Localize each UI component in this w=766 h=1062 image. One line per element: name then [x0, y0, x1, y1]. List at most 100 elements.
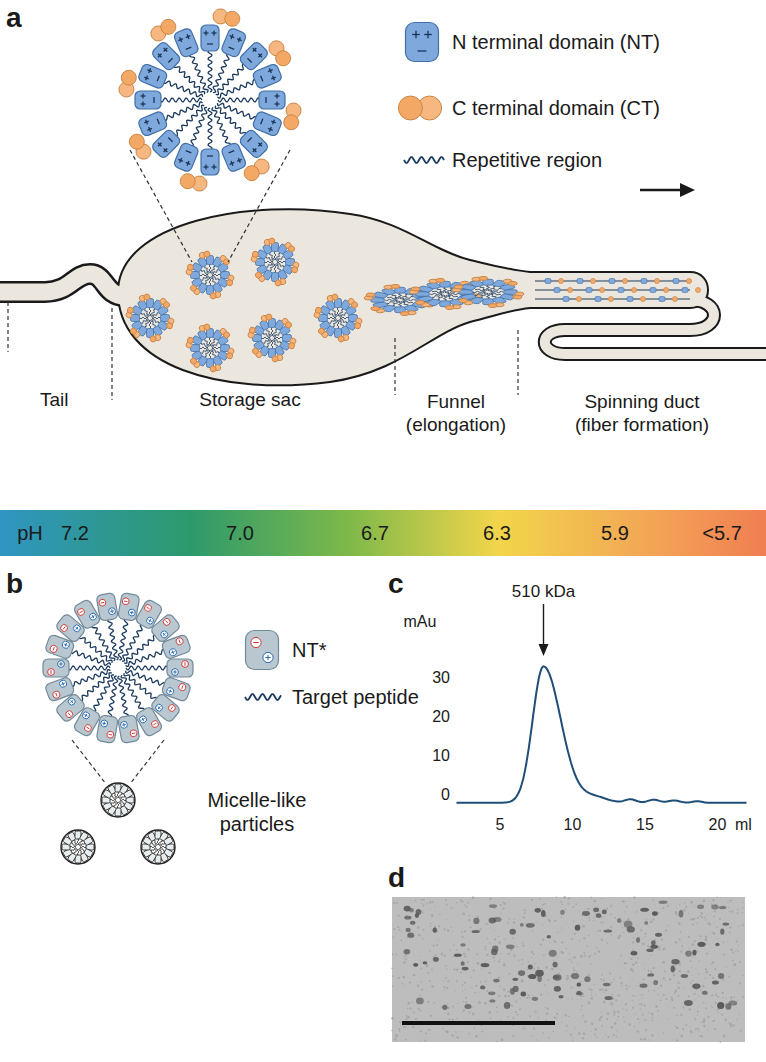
- ct-domain: [158, 16, 179, 37]
- charge-mark: [213, 31, 214, 36]
- grain: [616, 1036, 618, 1038]
- grain: [420, 1030, 422, 1032]
- micelle-arm: [253, 335, 271, 342]
- repetitive-icon: [404, 157, 444, 163]
- grain: [524, 912, 526, 914]
- grain: [737, 1019, 738, 1020]
- ct-pair: [487, 302, 505, 308]
- particle-dot: [617, 918, 621, 923]
- grain: [663, 907, 665, 909]
- repetitive-region: [200, 274, 208, 276]
- grain: [644, 969, 645, 970]
- grain: [452, 931, 453, 932]
- grain: [609, 972, 611, 974]
- grain: [695, 968, 696, 969]
- charge-mark: [63, 627, 65, 630]
- grain: [699, 960, 701, 962]
- repetitive-region: [208, 108, 212, 149]
- grain: [683, 1007, 685, 1009]
- charge-mark: [158, 706, 160, 709]
- charge-mark: [56, 693, 57, 696]
- grain: [667, 905, 669, 907]
- ct-domain: [189, 357, 197, 365]
- micelle-arm: [122, 634, 191, 674]
- particle-dot: [409, 908, 414, 912]
- grain: [729, 932, 731, 934]
- grain: [675, 990, 678, 993]
- repetitive-region: [271, 340, 273, 348]
- particle-dot: [510, 988, 515, 995]
- ph-value: 7.0: [226, 521, 254, 545]
- grain: [504, 995, 507, 998]
- grain: [675, 965, 676, 966]
- grain: [481, 968, 482, 969]
- grain: [630, 970, 632, 972]
- particle-dot: [692, 950, 696, 956]
- grain: [614, 978, 616, 980]
- grain: [521, 980, 523, 982]
- grain: [582, 1037, 584, 1039]
- ct-pair: [414, 300, 432, 308]
- particle-dot: [489, 904, 497, 908]
- grain: [692, 955, 694, 957]
- ct-domain: [249, 327, 256, 334]
- fiber-ct: [608, 296, 613, 301]
- repetitive-region: [149, 308, 151, 316]
- grain: [421, 903, 423, 905]
- grain: [675, 941, 678, 944]
- grain: [697, 996, 698, 997]
- grain: [513, 983, 514, 984]
- grain: [634, 1026, 635, 1027]
- grain: [679, 938, 681, 940]
- charge-mark: [164, 148, 168, 152]
- grain: [742, 924, 744, 926]
- charge-mark: [120, 721, 128, 729]
- ct-domain: [315, 307, 322, 314]
- charge-mark: [111, 609, 113, 613]
- grain: [457, 1003, 458, 1004]
- grain: [590, 998, 591, 999]
- grain: [571, 957, 572, 958]
- grain: [470, 926, 472, 928]
- grain: [500, 959, 501, 960]
- repetitive-region: [436, 295, 445, 300]
- particle-dot: [602, 910, 607, 915]
- terminal-domain: [161, 634, 192, 660]
- particle-dot: [528, 974, 536, 979]
- repetitive-region: [430, 293, 442, 294]
- grain: [617, 1011, 619, 1013]
- grain: [443, 979, 444, 980]
- particle-dot: [480, 986, 485, 990]
- charge-mark: [157, 119, 159, 125]
- grain: [499, 985, 501, 987]
- grain: [427, 903, 428, 904]
- charge-mark: [253, 148, 257, 152]
- charge-mark: [238, 37, 240, 42]
- peak-arrowhead: [539, 644, 549, 656]
- grain: [391, 968, 392, 969]
- region-divider: [394, 338, 395, 395]
- grain: [488, 1011, 491, 1014]
- grain: [501, 913, 502, 914]
- grain: [529, 1015, 531, 1017]
- grain: [589, 988, 591, 990]
- micelle: [43, 593, 193, 744]
- repetitive-region: [125, 649, 165, 667]
- grain: [684, 987, 685, 988]
- grain: [551, 968, 553, 970]
- grain: [524, 909, 526, 911]
- grain: [676, 1039, 678, 1041]
- ct-pair: [281, 317, 293, 329]
- grain: [617, 1016, 619, 1018]
- grain: [711, 995, 713, 997]
- particle-dot: [603, 929, 612, 932]
- grain: [728, 1022, 729, 1023]
- grain: [692, 967, 693, 968]
- grain: [602, 988, 604, 990]
- repetitive-region: [490, 288, 502, 292]
- charge-mark: [79, 611, 82, 613]
- charge-mark: [180, 37, 182, 42]
- grain: [547, 993, 548, 994]
- particle-dot: [433, 957, 439, 962]
- grain: [692, 975, 693, 976]
